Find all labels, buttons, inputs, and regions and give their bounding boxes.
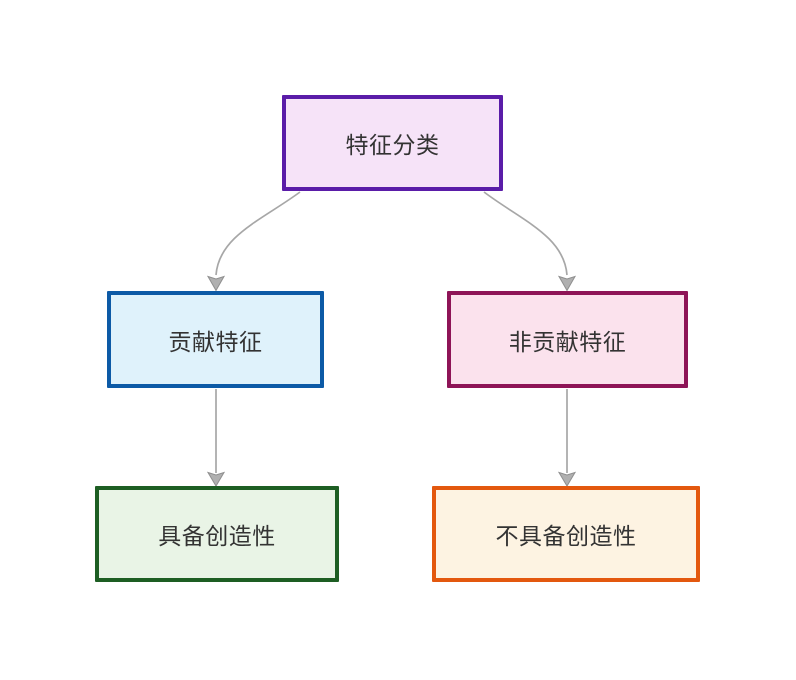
edge-line-root-to-non-contribution — [483, 191, 568, 276]
node-no-creativity: 不具备创造性 — [432, 486, 700, 582]
edge-root-to-non-contribution — [483, 191, 577, 292]
node-label-feature-classification: 特征分类 — [345, 132, 440, 158]
node-label-has-creativity: 具备创造性 — [158, 523, 276, 549]
node-feature-classification: 特征分类 — [282, 95, 503, 191]
edge-contribution-to-creativity — [206, 389, 226, 487]
node-label-non-contribution-feature: 非贡献特征 — [508, 328, 627, 355]
node-label-no-creativity: 不具备创造性 — [495, 523, 637, 549]
node-non-contribution-feature: 非贡献特征 — [447, 291, 688, 388]
arrowhead-no-creativity — [557, 471, 577, 487]
node-label-contribution-feature: 贡献特征 — [168, 328, 263, 355]
arrowhead-contribution — [206, 275, 226, 292]
edge-root-to-contribution — [206, 191, 301, 292]
edge-non-contribution-to-no-creativity — [557, 389, 577, 487]
edge-line-root-to-contribution — [215, 191, 301, 276]
node-has-creativity: 具备创造性 — [95, 486, 339, 582]
arrowhead-creativity — [206, 471, 226, 487]
node-contribution-feature: 贡献特征 — [107, 291, 324, 388]
arrowhead-non-contribution — [557, 275, 577, 292]
